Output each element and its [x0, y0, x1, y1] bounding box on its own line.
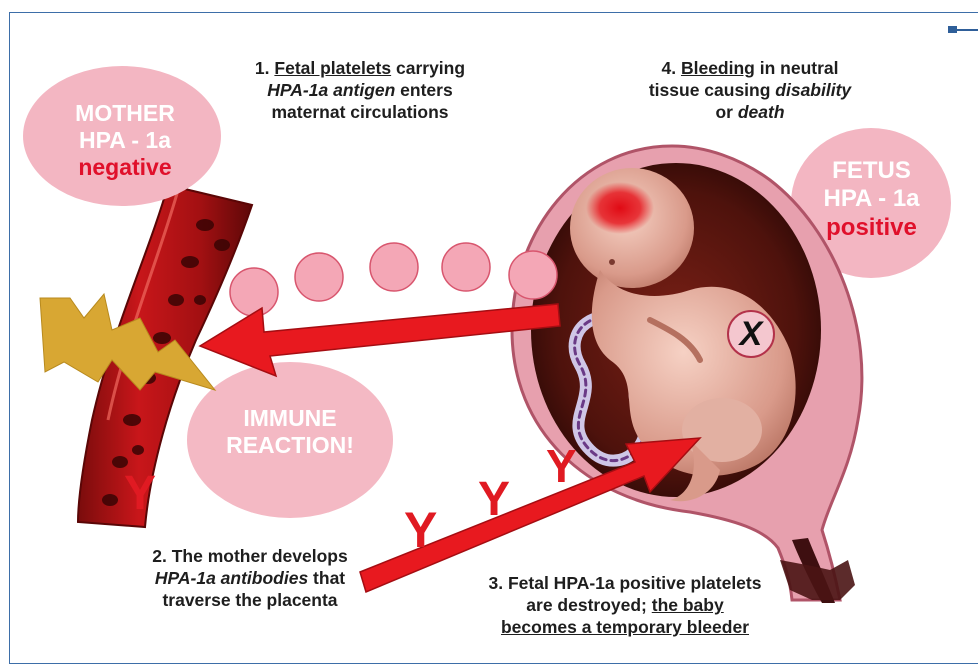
step4-text3: or: [715, 102, 737, 122]
platelet-circle-icon: [442, 243, 490, 291]
fetus-label: FETUS HPA - 1a positive: [794, 157, 949, 242]
antibody-y-icon: Y: [546, 443, 577, 489]
platelet-chain: [230, 243, 557, 316]
fetus-label-status: positive: [794, 214, 949, 242]
mother-label-line1: MOTHER: [40, 100, 210, 127]
step2-line1: 2. The mother develops: [100, 545, 400, 567]
immune-label: IMMUNE REACTION!: [200, 405, 380, 459]
fetus-label-line2: HPA - 1a: [794, 185, 949, 213]
step2-line3: traverse the placenta: [100, 589, 400, 611]
step4-text2: tissue causing: [649, 80, 775, 100]
immune-label-line1: IMMUNE: [200, 405, 380, 432]
antibody-y-icon: Y: [478, 476, 510, 524]
step3-underlined1: the baby: [652, 595, 724, 615]
step4-caption: 4. Bleeding in neutral tissue causing di…: [600, 57, 900, 123]
platelet-circle-icon: [295, 253, 343, 301]
step3-line1: 3. Fetal HPA-1a positive platelets: [425, 572, 825, 594]
mother-label-line2: HPA - 1a: [40, 127, 210, 154]
platelet-circle-icon: [230, 268, 278, 316]
x-mark-icon: X: [727, 310, 775, 358]
step1-number: 1.: [255, 58, 270, 78]
brain-bleed-mark: [586, 182, 654, 234]
step4-text1: in neutral: [755, 58, 839, 78]
red-arrow-icon: [200, 304, 560, 376]
step1-line3: maternat circulations: [200, 101, 520, 123]
step1-italic: HPA-1a antigen: [267, 80, 395, 100]
step2-text1: that: [308, 568, 345, 588]
step1-text1: carrying: [391, 58, 465, 78]
step3-underlined2: becomes a temporary bleeder: [425, 616, 825, 638]
step4-number: 4.: [661, 58, 676, 78]
step1-text2: enters: [395, 80, 452, 100]
step4-underlined: Bleeding: [681, 58, 755, 78]
step2-caption: 2. The mother develops HPA-1a antibodies…: [100, 545, 400, 611]
step1-underlined: Fetal platelets: [274, 58, 391, 78]
platelet-circle-icon: [509, 251, 557, 299]
step4-italic1: disability: [775, 80, 851, 100]
step3-caption: 3. Fetal HPA-1a positive platelets are d…: [425, 572, 825, 638]
step2-italic: HPA-1a antibodies: [155, 568, 308, 588]
mother-label: MOTHER HPA - 1a negative: [40, 100, 210, 181]
platelet-circle-icon: [370, 243, 418, 291]
immune-label-line2: REACTION!: [200, 432, 380, 459]
step3-text1: are destroyed;: [526, 595, 651, 615]
fetus-label-line1: FETUS: [794, 157, 949, 185]
step4-italic2: death: [738, 102, 785, 122]
step1-caption: 1. Fetal platelets carrying HPA-1a antig…: [200, 57, 520, 123]
antibody-y-icon: Y: [404, 505, 437, 555]
antibody-y-icon: Y: [124, 470, 156, 518]
mother-label-status: negative: [40, 154, 210, 181]
